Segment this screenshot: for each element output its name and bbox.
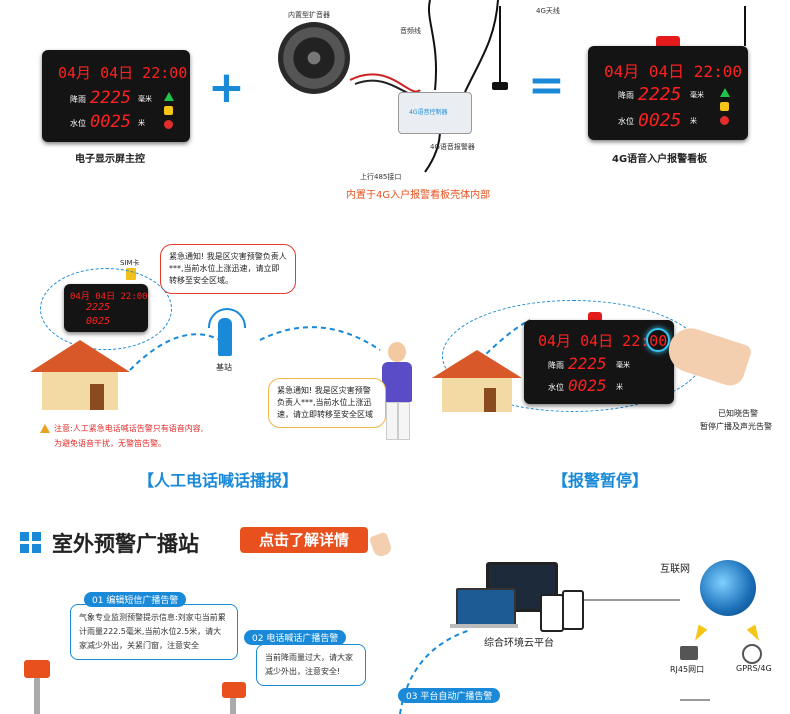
rain-value: 2225 — [86, 302, 111, 313]
sms-bubble: 紧急通知! 我是区灾害预警负责人***,当前水位上涨迅速，请立即转移至安全区域。 — [160, 244, 296, 294]
pole — [34, 678, 40, 714]
call-bubble: 紧急通知! 我是区灾害预警负责人***,当前水位上涨迅速，请立即转移至安全区域 — [268, 378, 386, 428]
step1-text: 气象专业监测预警提示信息:刘家屯当前累计雨量222.5毫米,当前水位2.5米，请… — [79, 613, 226, 650]
alarm-board: 04月 04日 22:00 降雨 2225 毫米 水位 0025 米 — [588, 46, 748, 140]
water-label: 水位 — [70, 119, 86, 128]
board-date-row: 04月 04日 22:00 — [604, 62, 742, 81]
rj45-label: RJ45网口 — [670, 665, 705, 674]
main-display-caption: 电子显示屏主控 — [75, 154, 145, 165]
ack-caption-1: 已知晓告警 — [718, 409, 758, 418]
alarm-light-icon — [656, 36, 680, 46]
controller-label: 4G语音控制器 — [409, 109, 448, 116]
rain-unit: 毫米 — [690, 91, 704, 99]
section-right-title: 【报警暂停】 — [552, 471, 649, 490]
controller-caption: 4G语音报警器 — [430, 143, 475, 151]
status-green-icon — [720, 88, 730, 97]
warning-note-2: 为避免语音干扰，无警笛告警。 — [54, 439, 166, 448]
step2-box: 当前降雨量过大，请大家减少外出，注意安全! — [256, 644, 366, 686]
antenna-right-icon — [744, 6, 746, 46]
person-icon — [378, 342, 418, 442]
loudspeaker-icon — [222, 682, 246, 698]
step1-title: 01 编辑短信广播告警 — [84, 592, 187, 607]
step1-box: 气象专业监测预警提示信息:刘家屯当前累计雨量222.5毫米,当前水位2.5米，请… — [70, 604, 238, 660]
status-green-icon — [164, 92, 174, 101]
touch-button-icon[interactable] — [646, 328, 670, 352]
rain-value: 2225 — [90, 88, 131, 108]
speaker-label: 内置型扩音器 — [288, 11, 330, 19]
rain-unit: 毫米 — [138, 95, 152, 103]
step2-text: 当前降雨量过大，请大家减少外出，注意安全! — [265, 653, 353, 676]
phone-icon — [540, 594, 564, 632]
section-left-title: 【人工电话喊话播报】 — [138, 471, 299, 490]
display-board-small: 04月 04日 22:00 2225 0025 — [64, 284, 148, 332]
step3-title: 03 平台自动广播告警 — [398, 688, 501, 703]
voice-controller-box: 4G语音控制器 — [398, 92, 472, 134]
pole — [230, 698, 236, 714]
water-unit: 米 — [138, 119, 145, 127]
grid-icon — [20, 532, 42, 554]
rain-label: 降雨 — [70, 95, 86, 104]
board-date-row: 04月 04日 22:00 — [538, 332, 668, 350]
laptop-base — [450, 624, 518, 628]
board-date-row: 04月 04日 22:00 — [70, 292, 148, 302]
water-label: 水位 — [548, 383, 564, 392]
details-button[interactable]: 点击了解详情 — [240, 527, 368, 553]
pointer-hand-icon — [368, 531, 394, 559]
globe-icon — [700, 560, 756, 616]
alarm-board-large: 04月 04日 22:00 降雨 2225 毫米 水位 0025 米 — [524, 320, 674, 404]
wiring — [349, 0, 499, 173]
rain-unit: 毫米 — [616, 361, 630, 369]
outdoor-title: 室外预警广播站 — [52, 532, 199, 556]
status-red-icon — [720, 116, 729, 125]
house-icon — [30, 340, 130, 410]
rain-value: 2225 — [568, 354, 607, 373]
water-value: 0025 — [86, 316, 111, 327]
warning-note-1: 注意:人工紧急电话喊话告警只有语音内容, — [54, 424, 204, 433]
rain-label: 降雨 — [548, 361, 564, 370]
rain-value: 2225 — [638, 84, 682, 105]
gprs-label: GPRS/4G — [736, 664, 772, 673]
ack-caption-2: 暂停广播及声光告警 — [700, 422, 772, 431]
alarm-board-caption: 4G语音入户报警看板 — [612, 154, 708, 165]
inner-note: 内置于4G入户报警看板壳体内部 — [346, 190, 491, 201]
water-value: 0025 — [568, 376, 607, 395]
board-date-row: 04月 04日 22:00 — [58, 64, 188, 82]
antenna-base — [492, 82, 508, 90]
status-yellow-icon — [164, 106, 173, 115]
water-value: 0025 — [638, 110, 682, 131]
laptop-icon — [456, 588, 516, 628]
display-board-main: 04月 04日 22:00 降雨 2225 毫米 水位 0025 米 — [42, 50, 190, 142]
alarm-light-icon — [588, 312, 602, 320]
internet-label: 互联网 — [660, 564, 690, 575]
status-red-icon — [164, 120, 173, 129]
antenna-icon — [499, 6, 501, 86]
antenna-label: 4G天线 — [536, 7, 560, 15]
audio-line-label: 音频线 — [400, 27, 421, 35]
speaker-icon — [278, 22, 350, 94]
tablet-icon — [562, 590, 584, 630]
house-icon — [432, 350, 522, 412]
step2-title: 02 电话喊话广播告警 — [244, 630, 347, 645]
sim-label: SIM卡 — [120, 259, 140, 267]
warning-icon — [40, 424, 50, 433]
gprs-icon — [742, 644, 762, 664]
rj45-icon — [680, 646, 698, 660]
plus-symbol: + — [208, 62, 245, 113]
port-label: 上行485接口 — [360, 173, 402, 181]
cloud-platform-label: 综合环境云平台 — [484, 638, 554, 649]
status-yellow-icon — [720, 102, 729, 111]
rain-label: 降雨 — [618, 91, 634, 100]
water-label: 水位 — [618, 117, 634, 126]
water-value: 0025 — [90, 112, 131, 132]
lightning-icon-right — [746, 624, 764, 644]
water-unit: 米 — [616, 383, 623, 391]
station-label: 基站 — [216, 363, 232, 372]
water-unit: 米 — [690, 117, 697, 125]
loudspeaker-icon — [24, 660, 50, 678]
equals-symbol: = — [528, 60, 565, 111]
